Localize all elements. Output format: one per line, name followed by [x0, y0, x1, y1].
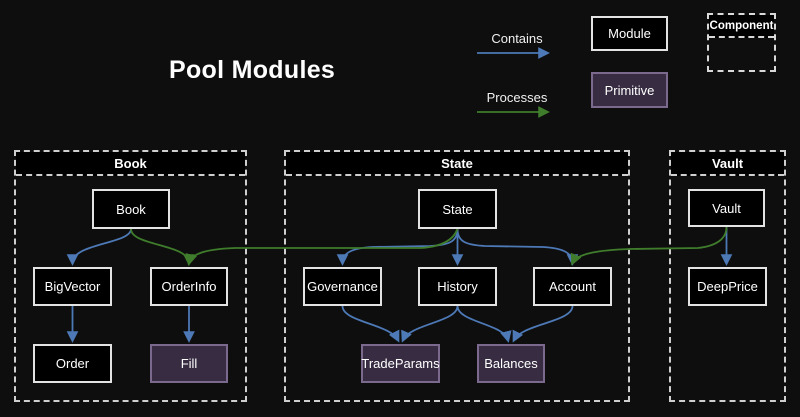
node-order: Order: [33, 344, 112, 383]
group-vault-label: Vault: [711, 155, 744, 171]
node-account: Account: [533, 267, 612, 306]
legend-primitive-label: Primitive: [604, 82, 655, 98]
group-vault: Vault: [669, 150, 786, 402]
legend-contains-label: Contains: [491, 31, 543, 46]
group-state-header: State: [286, 152, 628, 176]
group-vault-header: Vault: [671, 152, 784, 176]
node-fill: Fill: [150, 344, 228, 383]
legend-component-label: Component: [709, 15, 774, 38]
node-state: State: [418, 189, 497, 229]
legend-component-box: Component: [707, 13, 776, 72]
diagram-title: Pool Modules: [169, 56, 336, 84]
node-balances: Balances: [477, 344, 545, 383]
group-state-label: State: [441, 155, 473, 171]
node-bigvector: BigVector: [33, 267, 112, 306]
legend-module-box: Module: [591, 16, 668, 51]
legend-primitive-box: Primitive: [591, 72, 668, 108]
group-book: Book: [14, 150, 247, 402]
node-book: Book: [92, 189, 170, 229]
node-orderinfo: OrderInfo: [150, 267, 228, 306]
node-vault: Vault: [688, 189, 765, 227]
group-state: State: [284, 150, 630, 402]
node-deepprice: DeepPrice: [688, 267, 767, 306]
node-history: History: [418, 267, 497, 306]
legend-module-label: Module: [608, 26, 651, 41]
node-governance: Governance: [303, 267, 382, 306]
group-book-header: Book: [16, 152, 245, 176]
group-book-label: Book: [114, 155, 147, 171]
legend-processes-label: Processes: [486, 90, 548, 105]
node-tradeparams: TradeParams: [361, 344, 440, 383]
